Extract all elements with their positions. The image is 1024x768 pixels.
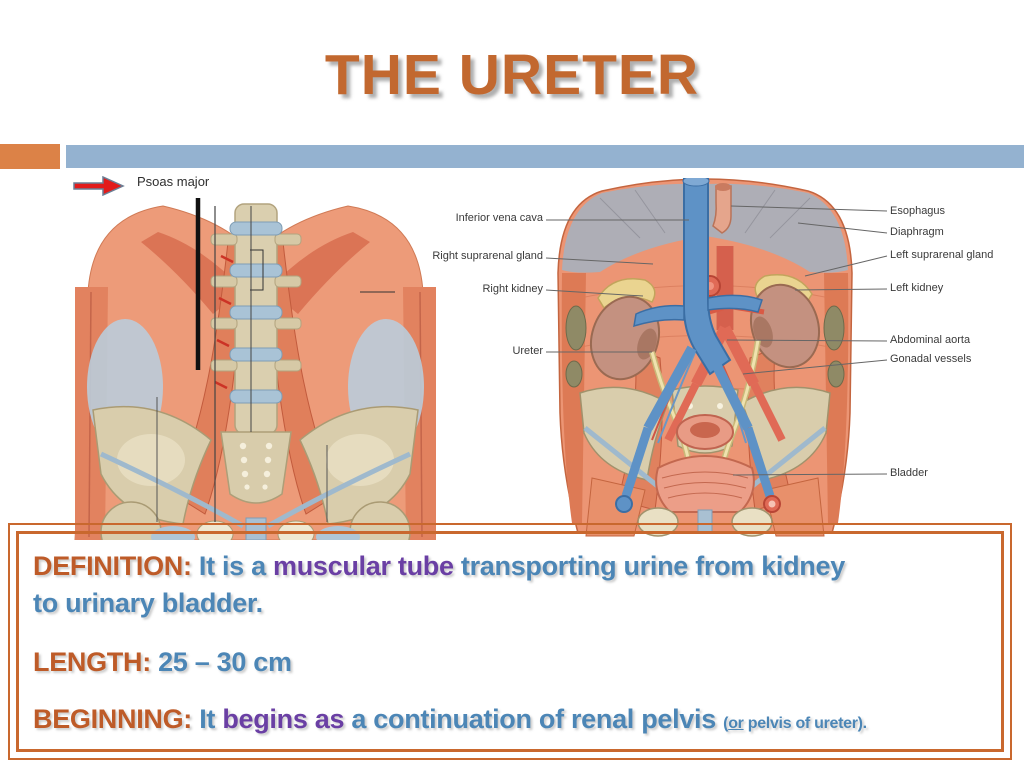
definition-box-inner: DEFINITION: It is a muscular tube transp…: [16, 531, 1004, 752]
left-anatomy-illustration: [74, 198, 436, 540]
beginning-seg1: It: [199, 704, 216, 734]
beginning-highlight: begins as: [222, 704, 345, 734]
slide-title: THE URETER: [324, 43, 700, 107]
left-anatomy-figure: Psoas major: [63, 172, 448, 540]
beginning-note: (or pelvis of ureter).: [723, 715, 867, 732]
label-inferior-vena-cava: Inferior vena cava: [455, 212, 543, 224]
definition-seg3: to urinary bladder.: [33, 588, 263, 618]
psoas-major-label: Psoas major: [137, 174, 210, 189]
label-diaphragm: Diaphragm: [890, 226, 944, 238]
accent-square: [0, 144, 60, 169]
definition-box: DEFINITION: It is a muscular tube transp…: [8, 523, 1012, 760]
right-anatomy-figure: Inferior vena cava Right suprarenal glan…: [432, 178, 1024, 538]
definition-seg2: transporting urine from kidney: [460, 551, 845, 581]
label-abdominal-aorta: Abdominal aorta: [890, 334, 971, 346]
length-heading: LENGTH:: [33, 647, 151, 677]
label-ureter: Ureter: [512, 345, 543, 357]
definition-highlight: muscular tube: [273, 551, 454, 581]
length-line: LENGTH: 25 – 30 cm: [33, 644, 987, 681]
definition-paragraph: DEFINITION: It is a muscular tube transp…: [33, 548, 987, 622]
label-right-kidney: Right kidney: [482, 283, 543, 295]
definition-seg1: It is a: [198, 551, 266, 581]
label-bladder: Bladder: [890, 467, 928, 479]
label-gonadal-vessels: Gonadal vessels: [890, 353, 972, 365]
red-arrow-icon: [73, 176, 125, 196]
beginning-heading: BEGINNING:: [33, 704, 193, 734]
label-right-suprarenal-gland: Right suprarenal gland: [432, 250, 543, 262]
beginning-line: BEGINNING: It begins as a continuation o…: [33, 701, 987, 742]
label-esophagus: Esophagus: [890, 205, 946, 217]
label-left-kidney: Left kidney: [890, 282, 944, 294]
beginning-seg2: a continuation of renal pelvis: [351, 704, 716, 734]
length-value: 25 – 30 cm: [158, 647, 292, 677]
beginning-note-rest: pelvis of ureter).: [743, 715, 867, 732]
beginning-note-open: (: [723, 715, 729, 732]
definition-heading: DEFINITION:: [33, 551, 192, 581]
accent-bar: [66, 145, 1024, 168]
label-left-suprarenal-gland: Left suprarenal gland: [890, 249, 994, 261]
right-anatomy-illustration: [545, 178, 888, 537]
beginning-note-or: or: [728, 715, 744, 732]
